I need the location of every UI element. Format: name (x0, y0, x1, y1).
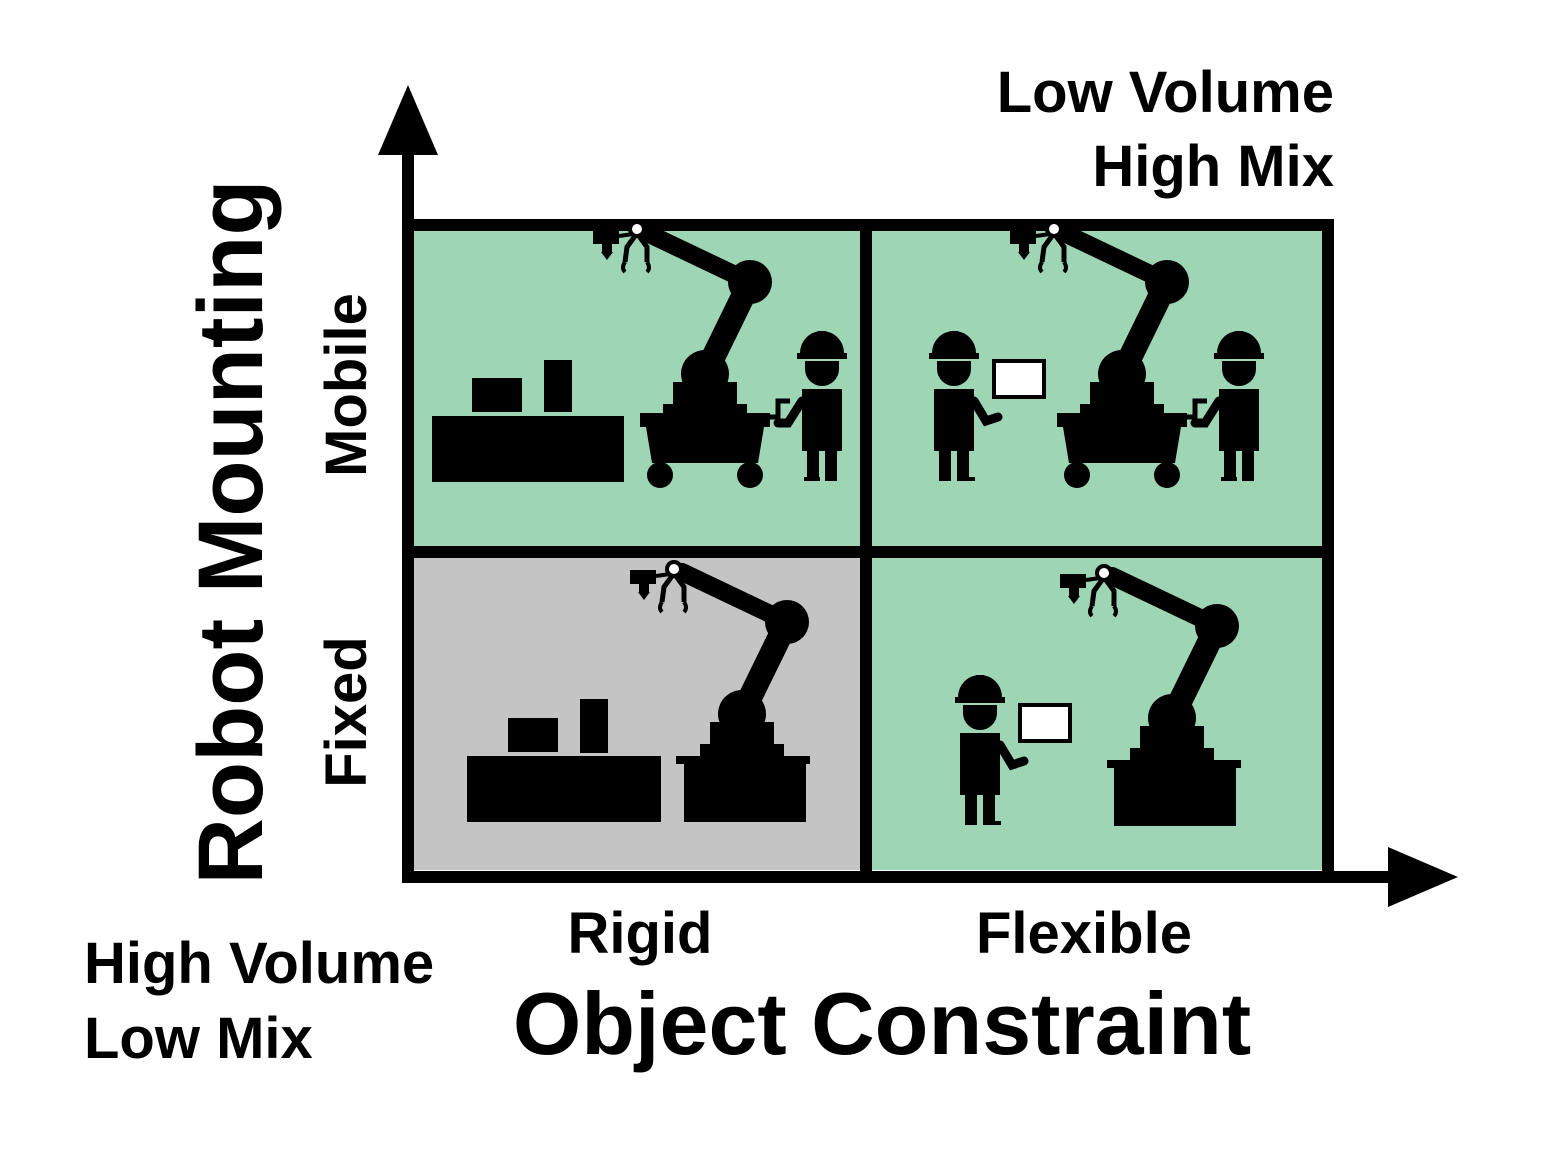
part-box (580, 699, 608, 753)
quadrant-flexible-fixed (866, 552, 1328, 870)
corner-label-bottom-left-line1: High Volume (84, 931, 434, 996)
work-table (684, 764, 806, 822)
y-axis-arrow (378, 85, 438, 155)
x-axis-title: Object Constraint (513, 974, 1251, 1073)
part-box (544, 360, 572, 412)
corner-label-bottom-left-line2: Low Mix (84, 1006, 313, 1071)
work-table (1114, 768, 1236, 826)
work-table (1107, 760, 1241, 768)
x-tick-rigid: Rigid (568, 901, 713, 966)
work-table (676, 756, 810, 764)
y-axis-title: Robot Mounting (180, 179, 282, 884)
quadrant-rigid-fixed (408, 552, 866, 870)
y-tick-mobile: Mobile (314, 293, 379, 477)
part-box (508, 718, 558, 752)
parts-table (467, 756, 661, 822)
x-axis-arrow (1388, 847, 1458, 907)
x-tick-flexible: Flexible (976, 901, 1192, 966)
y-tick-fixed: Fixed (314, 636, 379, 788)
corner-label-top-right-line2: High Mix (1092, 134, 1334, 199)
parts-table (432, 416, 624, 482)
part-box (472, 378, 522, 412)
corner-label-top-right-line1: Low Volume (997, 60, 1334, 125)
